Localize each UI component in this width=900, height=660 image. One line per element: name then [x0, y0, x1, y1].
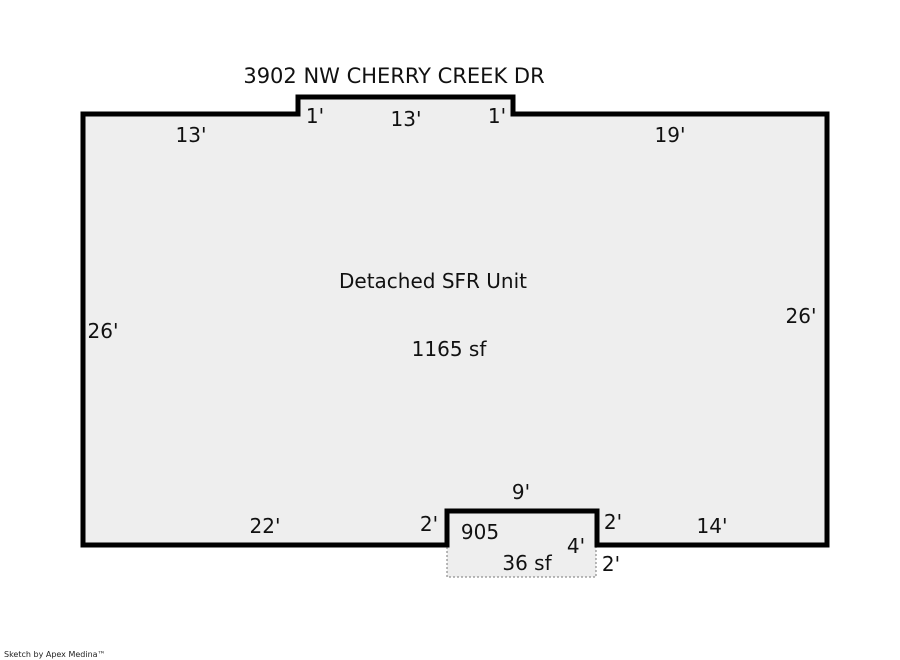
- dim-top-bump-right: 1': [488, 104, 506, 128]
- dim-bottom-left: 22': [250, 514, 281, 538]
- annex-area: [446, 510, 597, 578]
- dim-right: 26': [786, 304, 817, 328]
- main-area-name: Detached SFR Unit: [339, 269, 527, 293]
- main-area-size: 1165 sf: [412, 337, 488, 361]
- dim-top-right: 19': [655, 123, 686, 147]
- dim-top-bump-left: 1': [306, 104, 324, 128]
- main-building-outline: [80, 94, 830, 548]
- annex-code: 905: [461, 520, 499, 544]
- dim-bottom-notch-left: 2': [420, 512, 438, 536]
- annex-area-size: 36 sf: [502, 551, 552, 575]
- dim-annex-side: 4': [567, 534, 585, 558]
- dim-top-left: 13': [176, 123, 207, 147]
- dim-annex-bottom: 2': [602, 552, 620, 576]
- dim-bottom-notch: 9': [512, 480, 530, 504]
- dim-bottom-notch-right: 2': [604, 510, 622, 534]
- property-address: 3902 NW CHERRY CREEK DR: [243, 64, 544, 88]
- dim-bottom-right: 14': [697, 514, 728, 538]
- dim-top-bump: 13': [391, 107, 422, 131]
- sketch-credit: Sketch by Apex Medina™: [4, 650, 106, 659]
- dim-left: 26': [88, 319, 119, 343]
